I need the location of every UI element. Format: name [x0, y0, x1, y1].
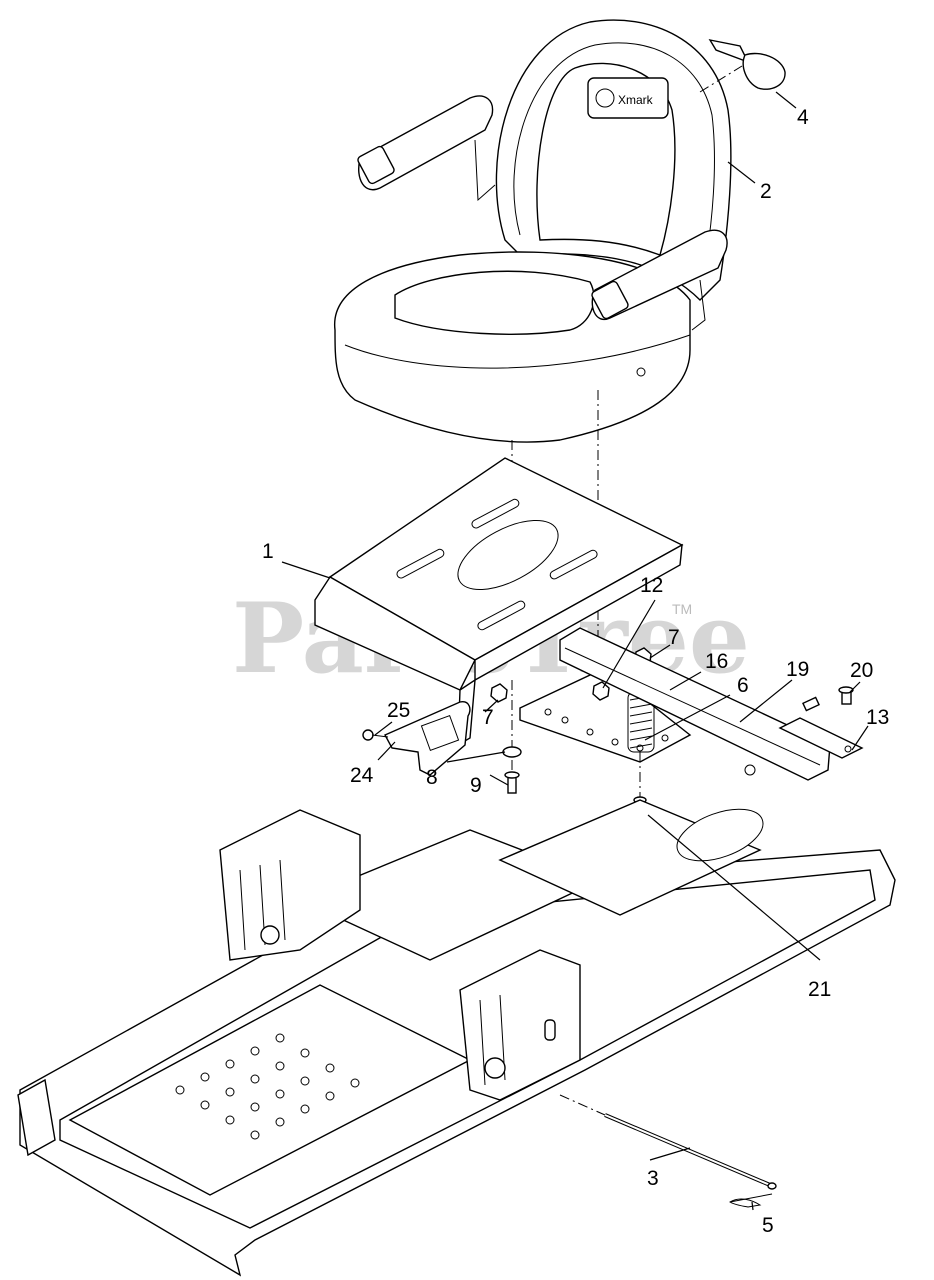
- callout-19[interactable]: 19: [786, 658, 809, 681]
- mower-frame: [17, 764, 896, 1277]
- bolt-9-part[interactable]: [504, 771, 520, 794]
- seat-pan-part[interactable]: [314, 457, 684, 747]
- watermark-trademark: TM: [672, 601, 692, 617]
- rail-19-part[interactable]: [559, 627, 831, 781]
- nut-7-left-part[interactable]: [490, 683, 508, 703]
- callout-8[interactable]: 8: [426, 766, 438, 789]
- bolt-20-part[interactable]: [838, 686, 854, 705]
- seat-switch-part[interactable]: [708, 39, 786, 90]
- badge-logo-icon: [595, 88, 615, 108]
- callout-7-right[interactable]: 7: [668, 626, 680, 649]
- bracket-13-part[interactable]: [778, 717, 864, 759]
- latch-bracket-part[interactable]: [384, 701, 471, 776]
- callout-12[interactable]: 12: [640, 574, 663, 597]
- callout-1[interactable]: 1: [262, 540, 274, 563]
- leader-lines: [281, 91, 869, 1211]
- nut-12-part[interactable]: [592, 681, 610, 701]
- bolt-25-part[interactable]: [362, 729, 389, 741]
- pivot-rod-3-part[interactable]: [604, 1113, 777, 1190]
- cotter-pin-5-part[interactable]: [729, 1193, 773, 1208]
- callout-2[interactable]: 2: [760, 180, 772, 203]
- callout-13[interactable]: 13: [866, 706, 889, 729]
- foot-deck-holes: [175, 1033, 360, 1140]
- callout-3[interactable]: 3: [647, 1167, 659, 1190]
- callout-25[interactable]: 25: [387, 699, 410, 722]
- seat-badge-plate: [587, 77, 669, 119]
- callout-7-left[interactable]: 7: [482, 706, 494, 729]
- callout-6[interactable]: 6: [737, 674, 749, 697]
- bolt-19-part[interactable]: [802, 696, 820, 712]
- callouts: 1 2 3 4 5 6 7 7 8 9 12 13 16 19 20 21 24…: [262, 106, 889, 1237]
- washer-8-part[interactable]: [502, 746, 522, 758]
- callout-5[interactable]: 5: [762, 1214, 774, 1237]
- callout-24[interactable]: 24: [350, 764, 374, 787]
- callout-4[interactable]: 4: [797, 106, 809, 129]
- seat-part[interactable]: Xmark: [334, 19, 732, 443]
- seat-badge-text: Xmark: [618, 93, 654, 107]
- callout-9[interactable]: 9: [470, 774, 482, 797]
- callout-16[interactable]: 16: [705, 650, 728, 673]
- callout-20[interactable]: 20: [850, 659, 873, 682]
- callout-21[interactable]: 21: [808, 978, 831, 1001]
